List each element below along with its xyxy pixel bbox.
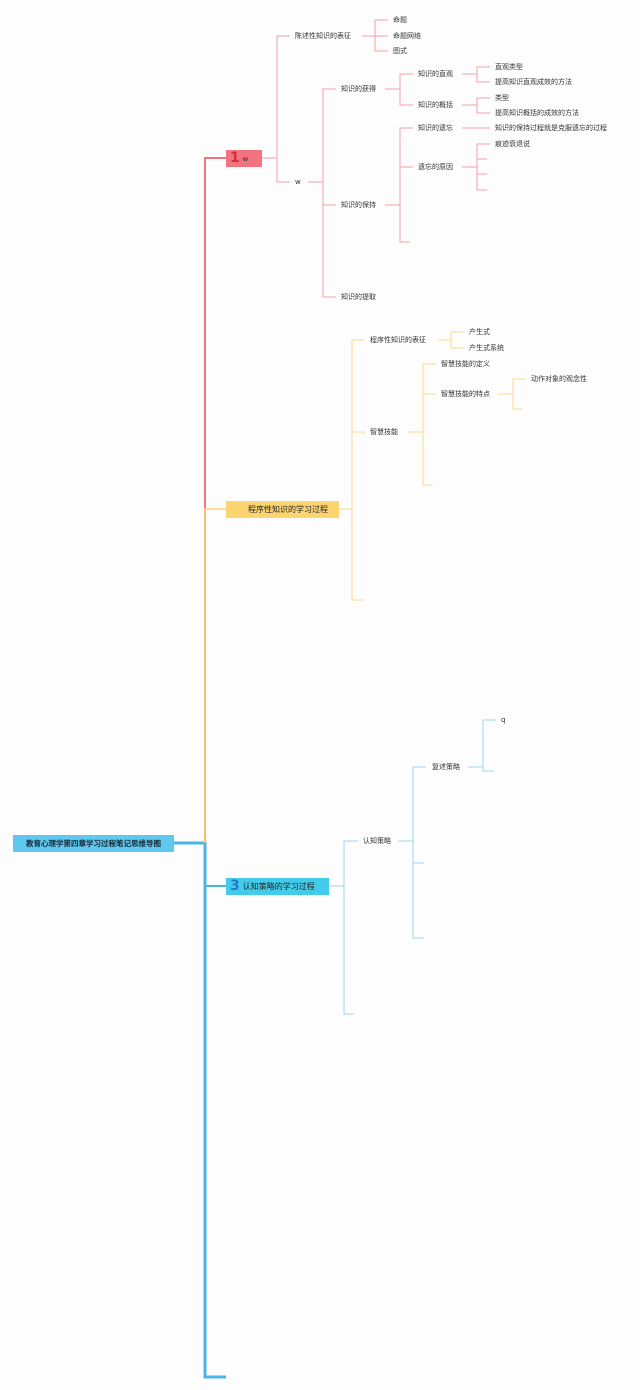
node-declarative-rep[interactable]: 陈述性知识的表征 (295, 32, 351, 40)
node-decay-theory[interactable]: 痕迹衰退说 (495, 140, 530, 148)
node-knowledge-intuition[interactable]: 知识的直观 (418, 70, 453, 78)
node-knowledge-acquisition[interactable]: 知识的获得 (341, 85, 376, 93)
node-production-system[interactable]: 产生式系统 (469, 344, 504, 352)
root-node[interactable]: 教育心理学第四章学习过程笔记思维导图 (13, 835, 174, 852)
node-procedural-rep[interactable]: 程序性知识的表征 (370, 336, 426, 344)
node-cognitive-strategy[interactable]: 认知策略 (363, 837, 391, 845)
branch-1-number: 1 (230, 150, 240, 166)
branch-3-number: 3 (230, 878, 240, 894)
node-production[interactable]: 产生式 (469, 328, 490, 336)
node-intuition-methods[interactable]: 提高知识直观成效的方法 (495, 78, 572, 86)
node-summary-types[interactable]: 类型 (495, 94, 509, 102)
node-knowledge-summary[interactable]: 知识的概括 (418, 101, 453, 109)
node-w[interactable]: w (295, 178, 301, 186)
node-retention-process[interactable]: 知识的保持过程就是克服遗忘的过程 (495, 124, 607, 132)
node-proposition[interactable]: 命题 (393, 16, 407, 24)
node-object-conceptual[interactable]: 动作对象的观念性 (531, 375, 587, 383)
branch-1-title: w (242, 155, 249, 163)
node-intuition-types[interactable]: 直观类型 (495, 63, 523, 71)
node-knowledge-retrieval[interactable]: 知识的提取 (341, 293, 376, 301)
node-knowledge-forgetting[interactable]: 知识的遗忘 (418, 124, 453, 132)
node-summary-methods[interactable]: 提高知识概括的成效的方法 (495, 109, 579, 117)
node-skill-features[interactable]: 智慧技能的特点 (441, 390, 490, 398)
node-knowledge-retention[interactable]: 知识的保持 (341, 201, 376, 209)
node-skill-definition[interactable]: 智慧技能的定义 (441, 360, 490, 368)
node-q[interactable]: q (501, 716, 506, 724)
branch-3-title: 认知策略的学习过程 (242, 882, 315, 891)
node-intellectual-skill[interactable]: 智慧技能 (370, 428, 398, 436)
node-schema[interactable]: 图式 (393, 47, 407, 55)
node-proposition-network[interactable]: 命题网络 (393, 32, 421, 40)
node-rehearsal-strategy[interactable]: 复述策略 (432, 763, 460, 771)
node-forgetting-causes[interactable]: 遗忘的原因 (418, 163, 453, 171)
branch-2-node[interactable]: 程序性知识的学习过程 (226, 501, 339, 518)
branch-2-title: 程序性知识的学习过程 (248, 505, 328, 514)
